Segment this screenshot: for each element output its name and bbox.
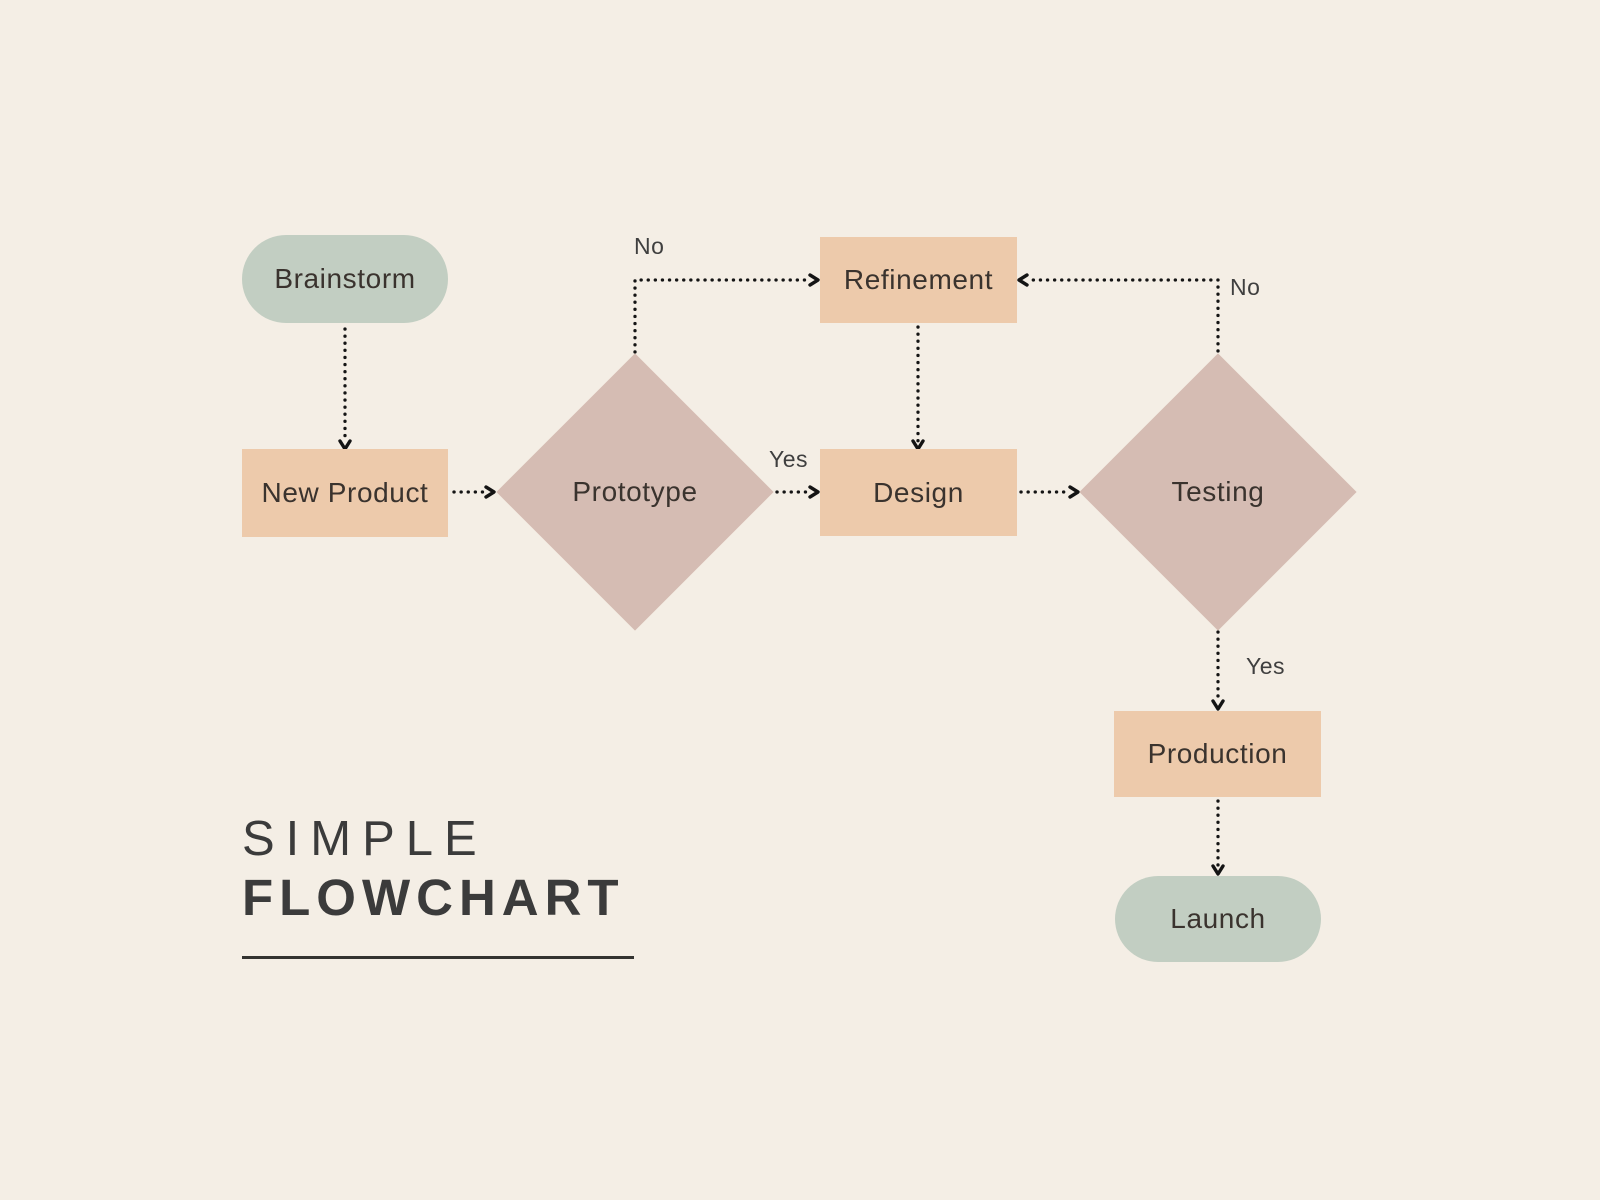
node-production: Production <box>1114 711 1321 797</box>
edge-label-testing-yes: Yes <box>1246 653 1286 679</box>
node-brainstorm-label: Brainstorm <box>274 263 416 294</box>
node-design-label: Design <box>873 476 964 508</box>
node-testing-label: Testing <box>1171 476 1265 507</box>
title-line-2: FLOWCHART <box>242 869 625 926</box>
node-prototype: Prototype <box>496 353 774 631</box>
edge-label-prototype-yes: Yes <box>769 446 809 472</box>
node-refinement-label: Refinement <box>843 264 994 295</box>
chart-title: SIMPLE FLOWCHART <box>242 810 625 928</box>
node-new-product: New Product <box>242 449 448 537</box>
title-underline <box>242 956 634 959</box>
title-line-1: SIMPLE <box>242 812 488 866</box>
node-launch: Launch <box>1115 876 1321 962</box>
node-launch-label: Launch <box>1170 903 1266 934</box>
node-new-product-label: New Product <box>261 477 429 508</box>
node-brainstorm: Brainstorm <box>242 235 448 323</box>
edge-prototype-refinement <box>633 273 820 354</box>
node-testing: Testing <box>1079 353 1357 631</box>
node-refinement: Refinement <box>820 237 1017 323</box>
node-prototype-label: Prototype <box>572 476 698 507</box>
edge-label-prototype-no: No <box>634 233 665 259</box>
node-design: Design <box>820 449 1017 536</box>
edge-label-testing-no: No <box>1230 274 1261 300</box>
edge-testing-refinement <box>1017 273 1220 353</box>
node-production-label: Production <box>1147 738 1288 769</box>
